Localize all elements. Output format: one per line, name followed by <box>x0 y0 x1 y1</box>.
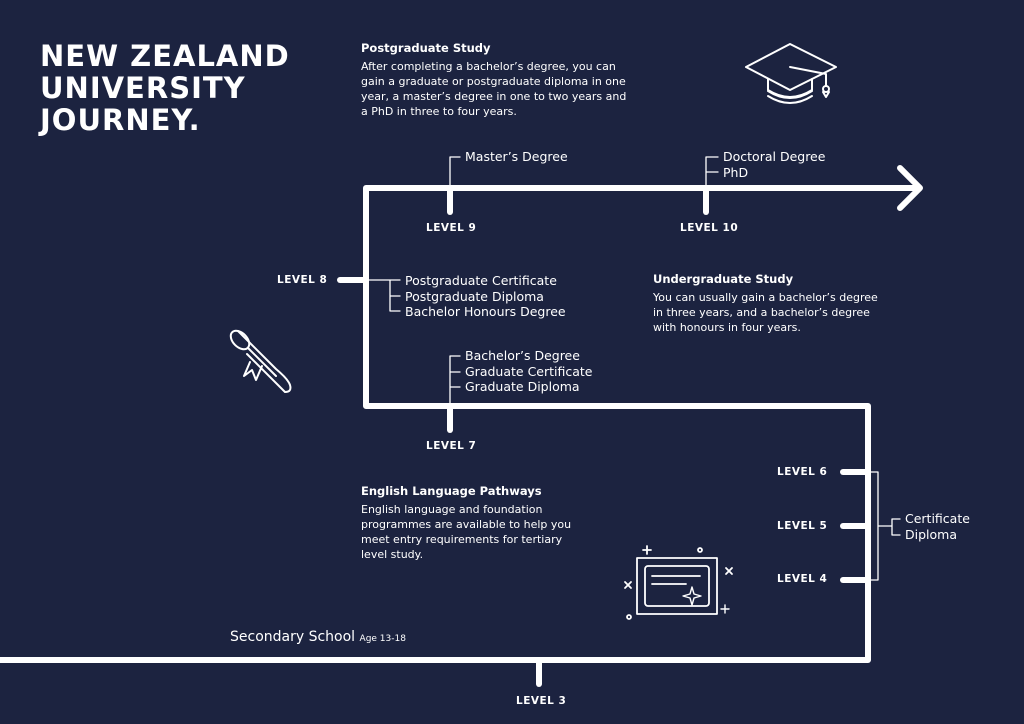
arrow-head <box>897 165 923 211</box>
qualification-item: Bachelor’s Degree <box>465 348 580 363</box>
postgraduate-block: Postgraduate Study After completing a ba… <box>361 41 631 119</box>
qualification-item: Graduate Certificate <box>465 363 593 379</box>
level-7-qualifications: Bachelor’s Degree Graduate Certificate G… <box>465 348 593 395</box>
qualification-item: Postgraduate Certificate <box>405 273 557 288</box>
level-10-qualifications: Doctoral Degree PhD <box>723 149 825 180</box>
undergraduate-heading: Undergraduate Study <box>653 272 794 286</box>
page-title: NEW ZEALAND UNIVERSITY JOURNEY. <box>40 40 290 136</box>
level-4-label: LEVEL 4 <box>777 573 828 585</box>
title-line-3: JOURNEY. <box>40 103 201 137</box>
english-pathways-block: English Language Pathways English langua… <box>361 484 586 562</box>
english-body: English language and foundation programm… <box>361 503 572 561</box>
qualification-item: Graduate Diploma <box>465 379 580 394</box>
qualification-item: Diploma <box>905 526 957 542</box>
level-8-qualifications: Postgraduate Certificate Postgraduate Di… <box>405 273 566 320</box>
qualification-item: Certificate <box>905 511 970 526</box>
postgraduate-body: After completing a bachelor’s degree, yo… <box>361 60 627 118</box>
english-heading: English Language Pathways <box>361 484 542 498</box>
undergraduate-block: Undergraduate Study You can usually gain… <box>653 272 888 335</box>
qualification-item: PhD <box>723 164 749 180</box>
graduation-cap-icon <box>745 43 837 104</box>
secondary-school-age: Age 13-18 <box>359 634 406 644</box>
level-9-qualifications: Master’s Degree <box>465 149 568 165</box>
qualification-item: Postgraduate Diploma <box>405 288 544 304</box>
title-line-1: NEW ZEALAND <box>40 39 290 73</box>
secondary-school-text: Secondary School <box>230 629 356 645</box>
level-3-label: LEVEL 3 <box>516 695 567 707</box>
postgraduate-heading: Postgraduate Study <box>361 41 491 55</box>
level-10-label: LEVEL 10 <box>680 222 739 234</box>
title-line-2: UNIVERSITY <box>40 71 246 105</box>
qualification-item: Bachelor Honours Degree <box>405 304 566 319</box>
qualification-item: Master’s Degree <box>465 149 568 164</box>
secondary-school-label: Secondary School Age 13-18 <box>230 629 406 645</box>
level-7-label: LEVEL 7 <box>426 440 477 452</box>
diploma-scroll-icon <box>229 329 292 393</box>
brackets <box>365 156 901 581</box>
level-8-label: LEVEL 8 <box>277 274 328 286</box>
level-6-label: LEVEL 6 <box>777 466 828 478</box>
level-4-6-qualifications: Certificate Diploma <box>905 511 970 542</box>
qualification-item: Doctoral Degree <box>723 149 826 164</box>
journey-path <box>0 185 918 663</box>
level-9-label: LEVEL 9 <box>426 222 477 234</box>
level-5-label: LEVEL 5 <box>777 520 828 532</box>
undergraduate-body: You can usually gain a bachelor’s degree… <box>653 291 878 334</box>
certificate-icon <box>624 545 733 620</box>
